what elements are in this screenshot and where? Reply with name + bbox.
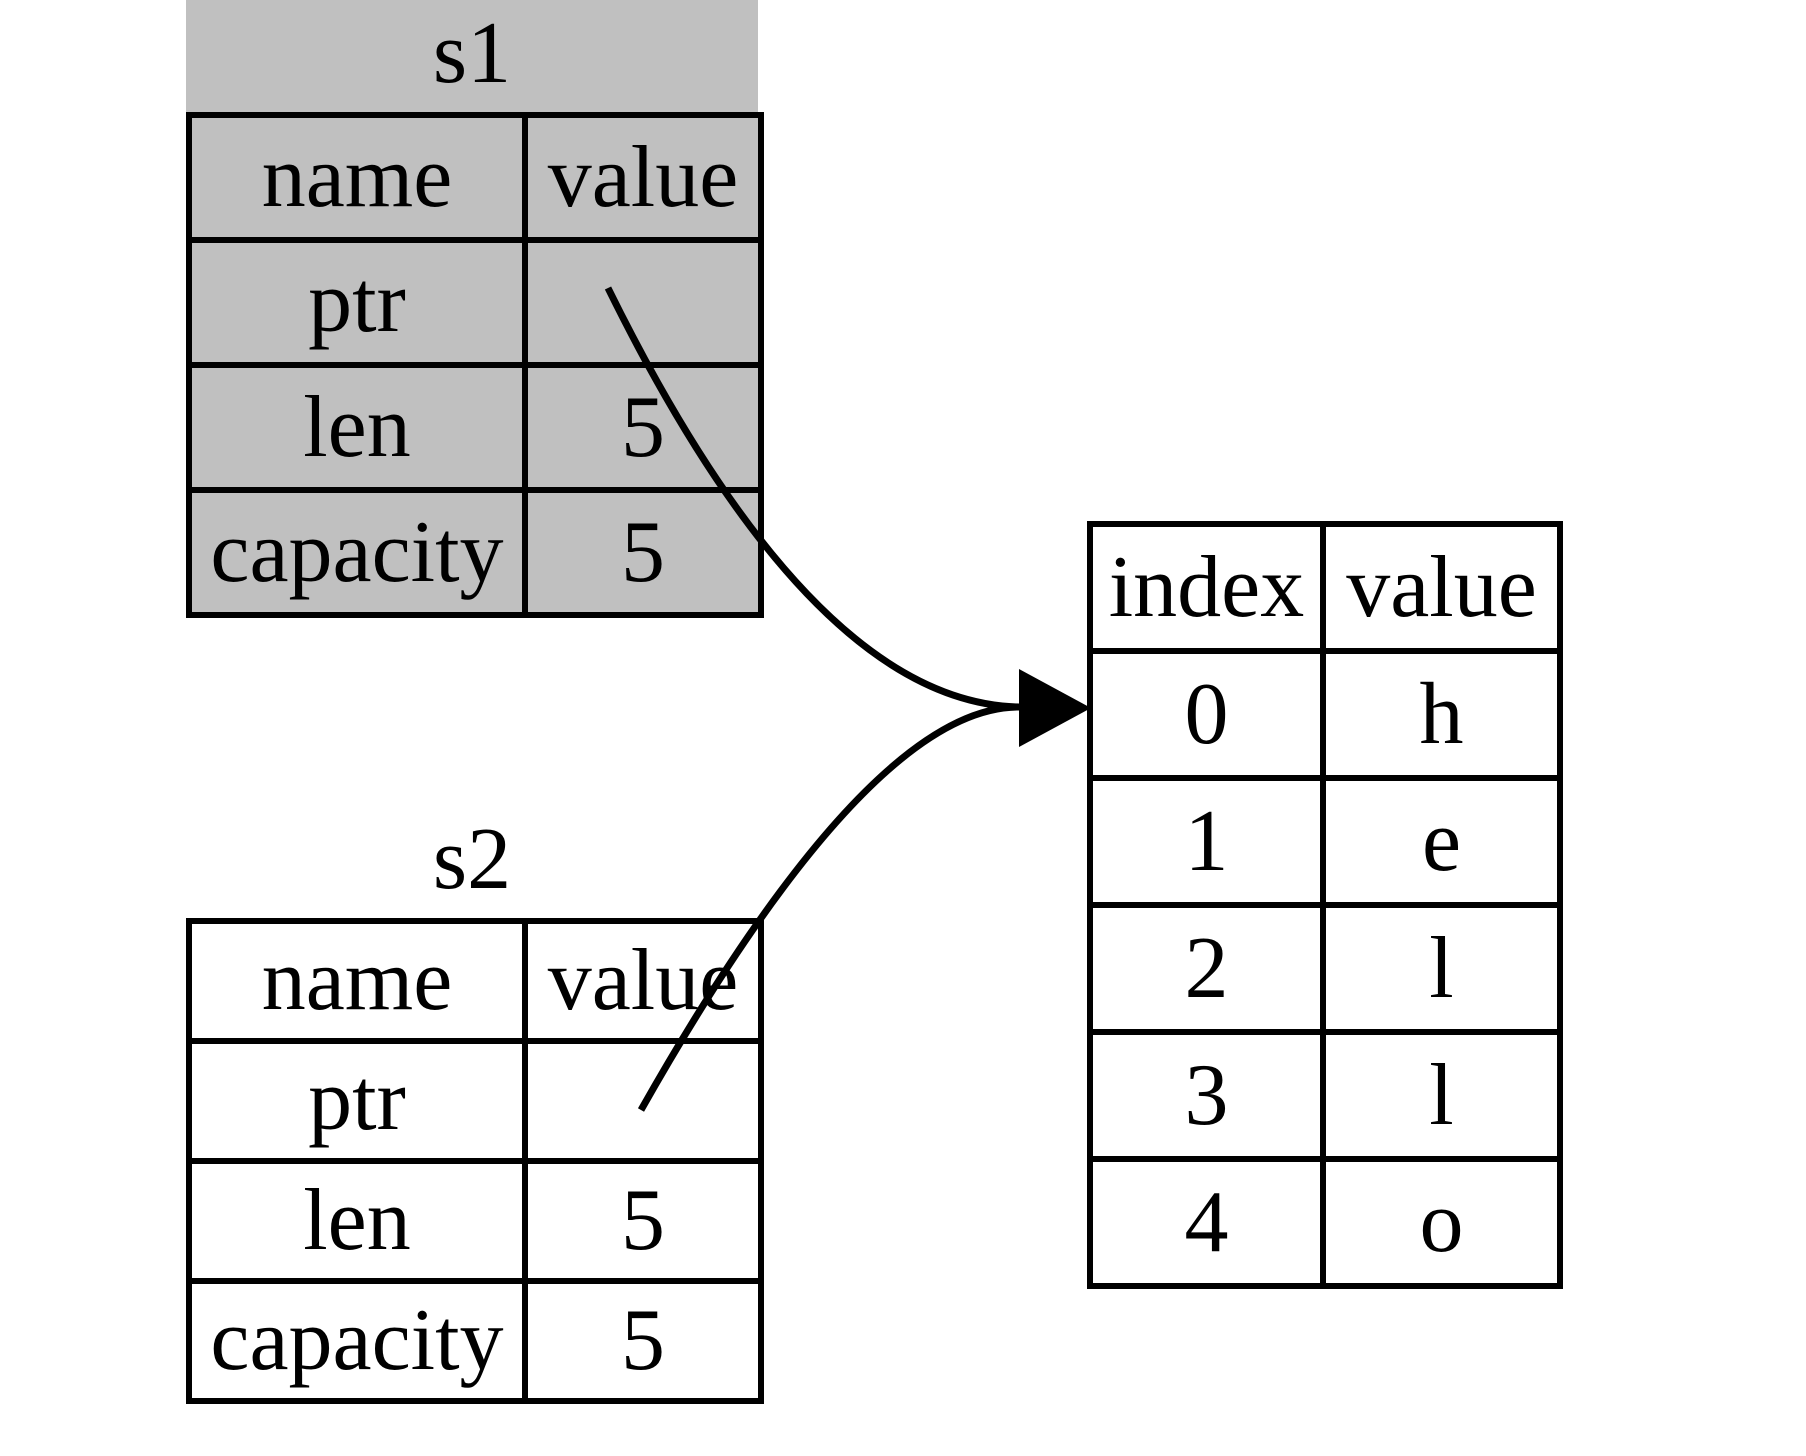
s1-table: name value ptr len 5 capacity 5 (186, 112, 764, 618)
s1-ptr-value-cell (522, 237, 764, 368)
heap-index-cell-2: 2 (1087, 902, 1326, 1035)
s2-title: s2 (432, 811, 512, 908)
heap-value-cell-1: e (1320, 775, 1563, 908)
heap-index-cell-4: 4 (1087, 1156, 1326, 1289)
s1-ptr-name-cell: ptr (186, 237, 528, 368)
s2-header-row: name value (186, 918, 764, 1044)
s2-ptr-value-cell (522, 1038, 764, 1164)
arrowhead-icon (1019, 669, 1091, 747)
heap-value-cell-3: l (1320, 1029, 1563, 1162)
s1-len-value-cell: 5 (522, 362, 764, 493)
heap-value-cell-0: h (1320, 648, 1563, 781)
s1-struct-block: s1 name value ptr len 5 capacity 5 (186, 0, 764, 618)
s1-capacity-value-cell: 5 (522, 487, 764, 618)
s1-column-header-name: name (186, 112, 528, 243)
s2-column-header-value: value (522, 918, 764, 1044)
heap-value-cell-2: l (1320, 902, 1563, 1035)
s1-header-row: name value (186, 112, 764, 243)
heap-row-3: 3 l (1087, 1029, 1563, 1162)
heap-column-header-value: value (1320, 521, 1563, 654)
heap-row-1: 1 e (1087, 775, 1563, 908)
heap-row-2: 2 l (1087, 902, 1563, 1035)
s1-title: s1 (432, 5, 512, 102)
s2-len-name-cell: len (186, 1158, 528, 1284)
s2-capacity-value-cell: 5 (522, 1278, 764, 1404)
heap-row-0: 0 h (1087, 648, 1563, 781)
heap-column-header-index: index (1087, 521, 1326, 654)
s1-capacity-name-cell: capacity (186, 487, 528, 618)
s2-ptr-name-cell: ptr (186, 1038, 528, 1164)
heap-index-cell-3: 3 (1087, 1029, 1326, 1162)
heap-header-row: index value (1087, 521, 1563, 654)
heap-index-cell-1: 1 (1087, 775, 1326, 908)
s2-row-capacity: capacity 5 (186, 1278, 764, 1404)
heap-table: index value 0 h 1 e 2 l 3 l 4 o (1087, 521, 1563, 1289)
s2-struct-block: s2 name value ptr len 5 capacity 5 (186, 806, 764, 1404)
heap-row-4: 4 o (1087, 1156, 1563, 1289)
s2-column-header-name: name (186, 918, 528, 1044)
heap-value-cell-4: o (1320, 1156, 1563, 1289)
s1-row-ptr: ptr (186, 237, 764, 368)
s2-row-ptr: ptr (186, 1038, 764, 1164)
s2-row-len: len 5 (186, 1158, 764, 1284)
s2-table: name value ptr len 5 capacity 5 (186, 918, 764, 1404)
s1-column-header-value: value (522, 112, 764, 243)
s2-capacity-name-cell: capacity (186, 1278, 528, 1404)
s1-row-capacity: capacity 5 (186, 487, 764, 618)
s2-len-value-cell: 5 (522, 1158, 764, 1284)
s1-len-name-cell: len (186, 362, 528, 493)
heap-index-cell-0: 0 (1087, 648, 1326, 781)
s1-row-len: len 5 (186, 362, 764, 493)
heap-buffer-block: index value 0 h 1 e 2 l 3 l 4 o (1087, 521, 1563, 1289)
